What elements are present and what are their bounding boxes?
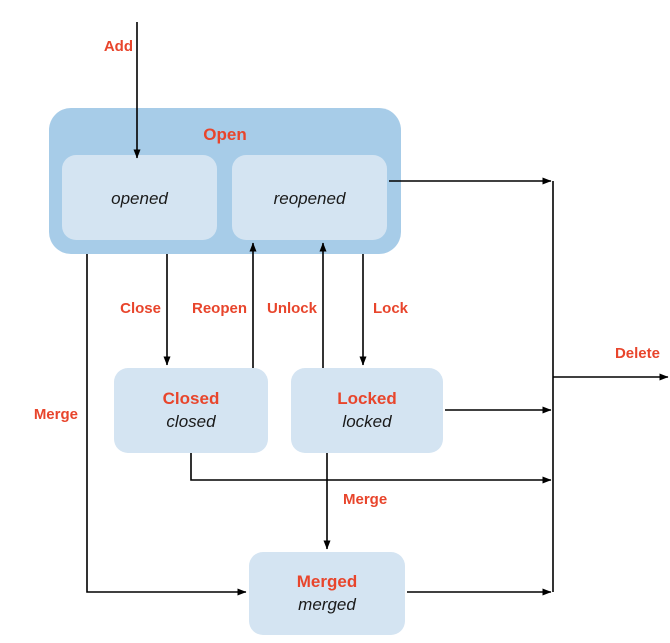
state-merged-title: Merged xyxy=(297,572,357,591)
state-locked[interactable]: Locked locked xyxy=(291,368,443,453)
state-locked-name: locked xyxy=(342,412,392,431)
transition-add[interactable]: Add xyxy=(104,22,141,159)
state-locked-title: Locked xyxy=(337,389,397,408)
state-opened-name: opened xyxy=(111,189,168,208)
state-merged[interactable]: Merged merged xyxy=(249,552,405,635)
state-opened[interactable]: opened xyxy=(62,155,217,240)
transition-lock[interactable]: Lock xyxy=(359,254,409,366)
transition-merge-center-label: Merge xyxy=(343,491,387,508)
transition-close[interactable]: Close xyxy=(120,254,171,366)
group-open-title: Open xyxy=(203,125,246,144)
state-merged-background xyxy=(249,552,405,635)
state-locked-background xyxy=(291,368,443,453)
state-reopened-background xyxy=(232,155,387,240)
transition-unlock[interactable]: Unlock xyxy=(267,242,327,368)
transition-delete[interactable]: Delete xyxy=(190,177,669,596)
transition-lock-label: Lock xyxy=(373,300,409,317)
transition-reopen-label: Reopen xyxy=(192,300,247,317)
state-closed-name: closed xyxy=(166,412,216,431)
state-opened-background xyxy=(62,155,217,240)
transition-close-label: Close xyxy=(120,300,161,317)
state-merged-name: merged xyxy=(298,595,356,614)
state-closed[interactable]: Closed closed xyxy=(114,368,268,453)
transition-merge-left[interactable]: Merge xyxy=(34,254,247,596)
transition-unlock-label: Unlock xyxy=(267,300,318,317)
state-closed-background xyxy=(114,368,268,453)
transition-merge-left-label: Merge xyxy=(34,406,78,423)
transition-delete-label: Delete xyxy=(615,345,660,362)
state-reopened[interactable]: reopened xyxy=(232,155,387,240)
transition-merge-center[interactable]: Merge xyxy=(323,453,387,550)
state-reopened-name: reopened xyxy=(274,189,346,208)
transition-reopen[interactable]: Reopen xyxy=(192,242,257,368)
transition-add-label: Add xyxy=(104,38,133,55)
state-closed-title: Closed xyxy=(163,389,220,408)
transition-merge-left-line xyxy=(86,254,247,596)
group-open[interactable]: Open opened reopened xyxy=(49,108,401,254)
delete-feeder-closed xyxy=(190,453,552,484)
